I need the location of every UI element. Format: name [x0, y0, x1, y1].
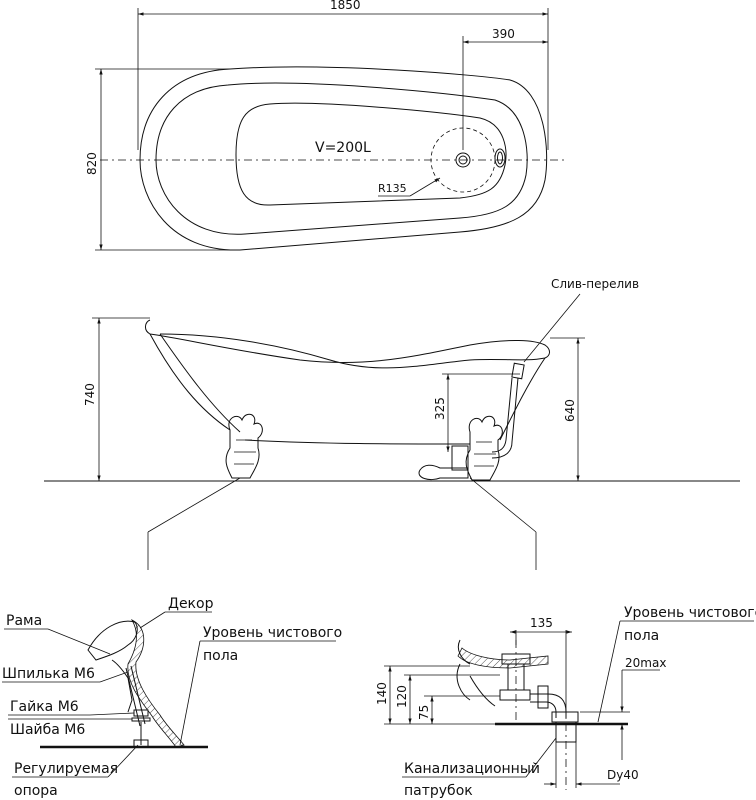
- volume-label: V=200L: [315, 140, 371, 156]
- drain-overflow-label: Слив-перелив: [551, 277, 639, 291]
- frame-label: Рама: [6, 613, 42, 629]
- decor-shell: [127, 619, 185, 748]
- leg-floor-label-line1: Уровень чистового: [203, 625, 342, 641]
- side-view: 740 640 325 Слив-пере: [44, 277, 740, 570]
- radius-label: R135: [378, 182, 407, 195]
- left-claw-foot-icon: [225, 413, 263, 479]
- drain-floor-label-line2: пола: [624, 628, 659, 644]
- dim-height-label: 740: [83, 383, 97, 406]
- dim-length-label: 1850: [330, 0, 361, 12]
- siphon-icon: [418, 362, 525, 481]
- dim-20max-label: 20max: [625, 656, 666, 670]
- sewer-label-line1: Канализационный: [404, 761, 540, 777]
- tub-side-profile: [145, 319, 550, 369]
- dim-overflow-height-label: 640: [563, 399, 577, 422]
- tub-bottom-section: [457, 647, 549, 669]
- tub-inner-basin: [235, 102, 507, 206]
- support-label-line2: опора: [14, 783, 58, 799]
- sewer-label-line2: патрубок: [404, 783, 473, 799]
- right-claw-foot-icon: [465, 415, 503, 481]
- tub-outer-rim: [139, 66, 548, 251]
- decor-label: Декор: [168, 596, 214, 612]
- leg-floor-label-line2: пола: [203, 648, 238, 664]
- overflow-icon: [494, 148, 506, 168]
- detail-leg: Декор Уровень чистового пола Рама Шпильк…: [2, 596, 342, 799]
- support-label-line1: Регулируемая: [14, 761, 118, 777]
- detail-drain: 135 140 120 75 20max Dy40 Уровень чистов…: [375, 605, 756, 799]
- dim-width-label: 820: [85, 152, 99, 175]
- drain-hole-icon: [455, 152, 471, 168]
- drain-floor-label-line1: Уровень чистового: [624, 605, 756, 621]
- dim-140-label: 140: [375, 682, 389, 705]
- stud-label: Шпилька М6: [2, 666, 95, 682]
- tub-middle-rim: [155, 82, 528, 235]
- dim-drain-height-label: 325: [433, 397, 447, 420]
- dim-dy40-label: Dy40: [607, 768, 639, 782]
- dim-75-label: 75: [417, 705, 431, 720]
- dim-drain-offset-label: 390: [492, 27, 515, 41]
- dim-135-label: 135: [530, 616, 553, 630]
- washer-label: Шайба М6: [10, 722, 85, 738]
- nut-label: Гайка М6: [10, 699, 79, 715]
- drain-overflow-leader: [523, 293, 581, 363]
- top-view: 1850 390 820 V=200L R135: [85, 0, 565, 251]
- dim-120-label: 120: [395, 685, 409, 708]
